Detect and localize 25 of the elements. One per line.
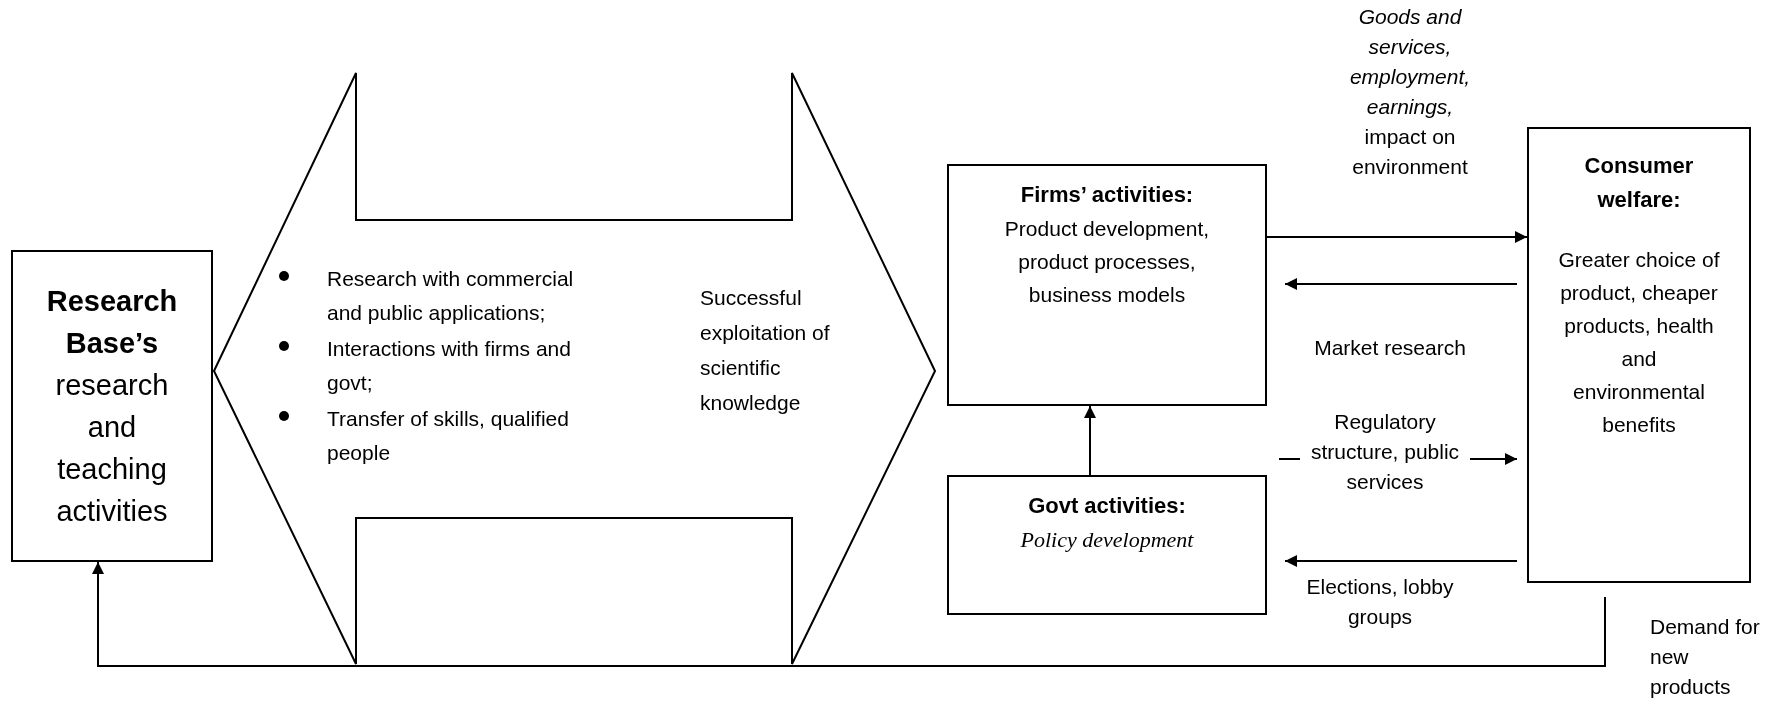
box-title: Consumer welfare:: [1583, 152, 1695, 214]
box-title: Firms’ activities:: [1020, 181, 1194, 209]
process-box: [1527, 127, 1751, 583]
box-text: Greater choice of product, cheaper products, health and environmental benefits: [1557, 247, 1721, 438]
arrow: [1266, 231, 1528, 243]
double-arrow-shape: [213, 72, 936, 665]
box-text: Product development, product processes, business models: [1003, 216, 1211, 308]
edge-label: Market research: [1313, 335, 1467, 361]
body-text: Successful exploitation of scientific knowledge: [700, 285, 831, 416]
arrow: [1084, 405, 1096, 476]
process-box: [947, 164, 1267, 406]
arrow: [1284, 555, 1518, 567]
bullet-item: Interactions with firms and govt;: [327, 336, 572, 396]
box-text: Policy development: [1020, 526, 1194, 554]
edge-label: Goods and services, employment, earnings, impact on environment: [1348, 4, 1472, 180]
arrow: [92, 561, 1606, 667]
edge-label: Demand for new products: [1650, 614, 1760, 700]
arrow: [1284, 278, 1518, 290]
process-box: [947, 475, 1267, 615]
box-text: research and teaching activities: [54, 368, 170, 529]
box-title: Govt activities:: [1028, 492, 1186, 520]
edge-label: Elections, lobby groups: [1305, 574, 1455, 630]
bullet-item: Research with commercial and public applications;: [327, 266, 575, 326]
bullet-item: Transfer of skills, qualified people: [327, 406, 570, 466]
process-box: [11, 250, 213, 562]
